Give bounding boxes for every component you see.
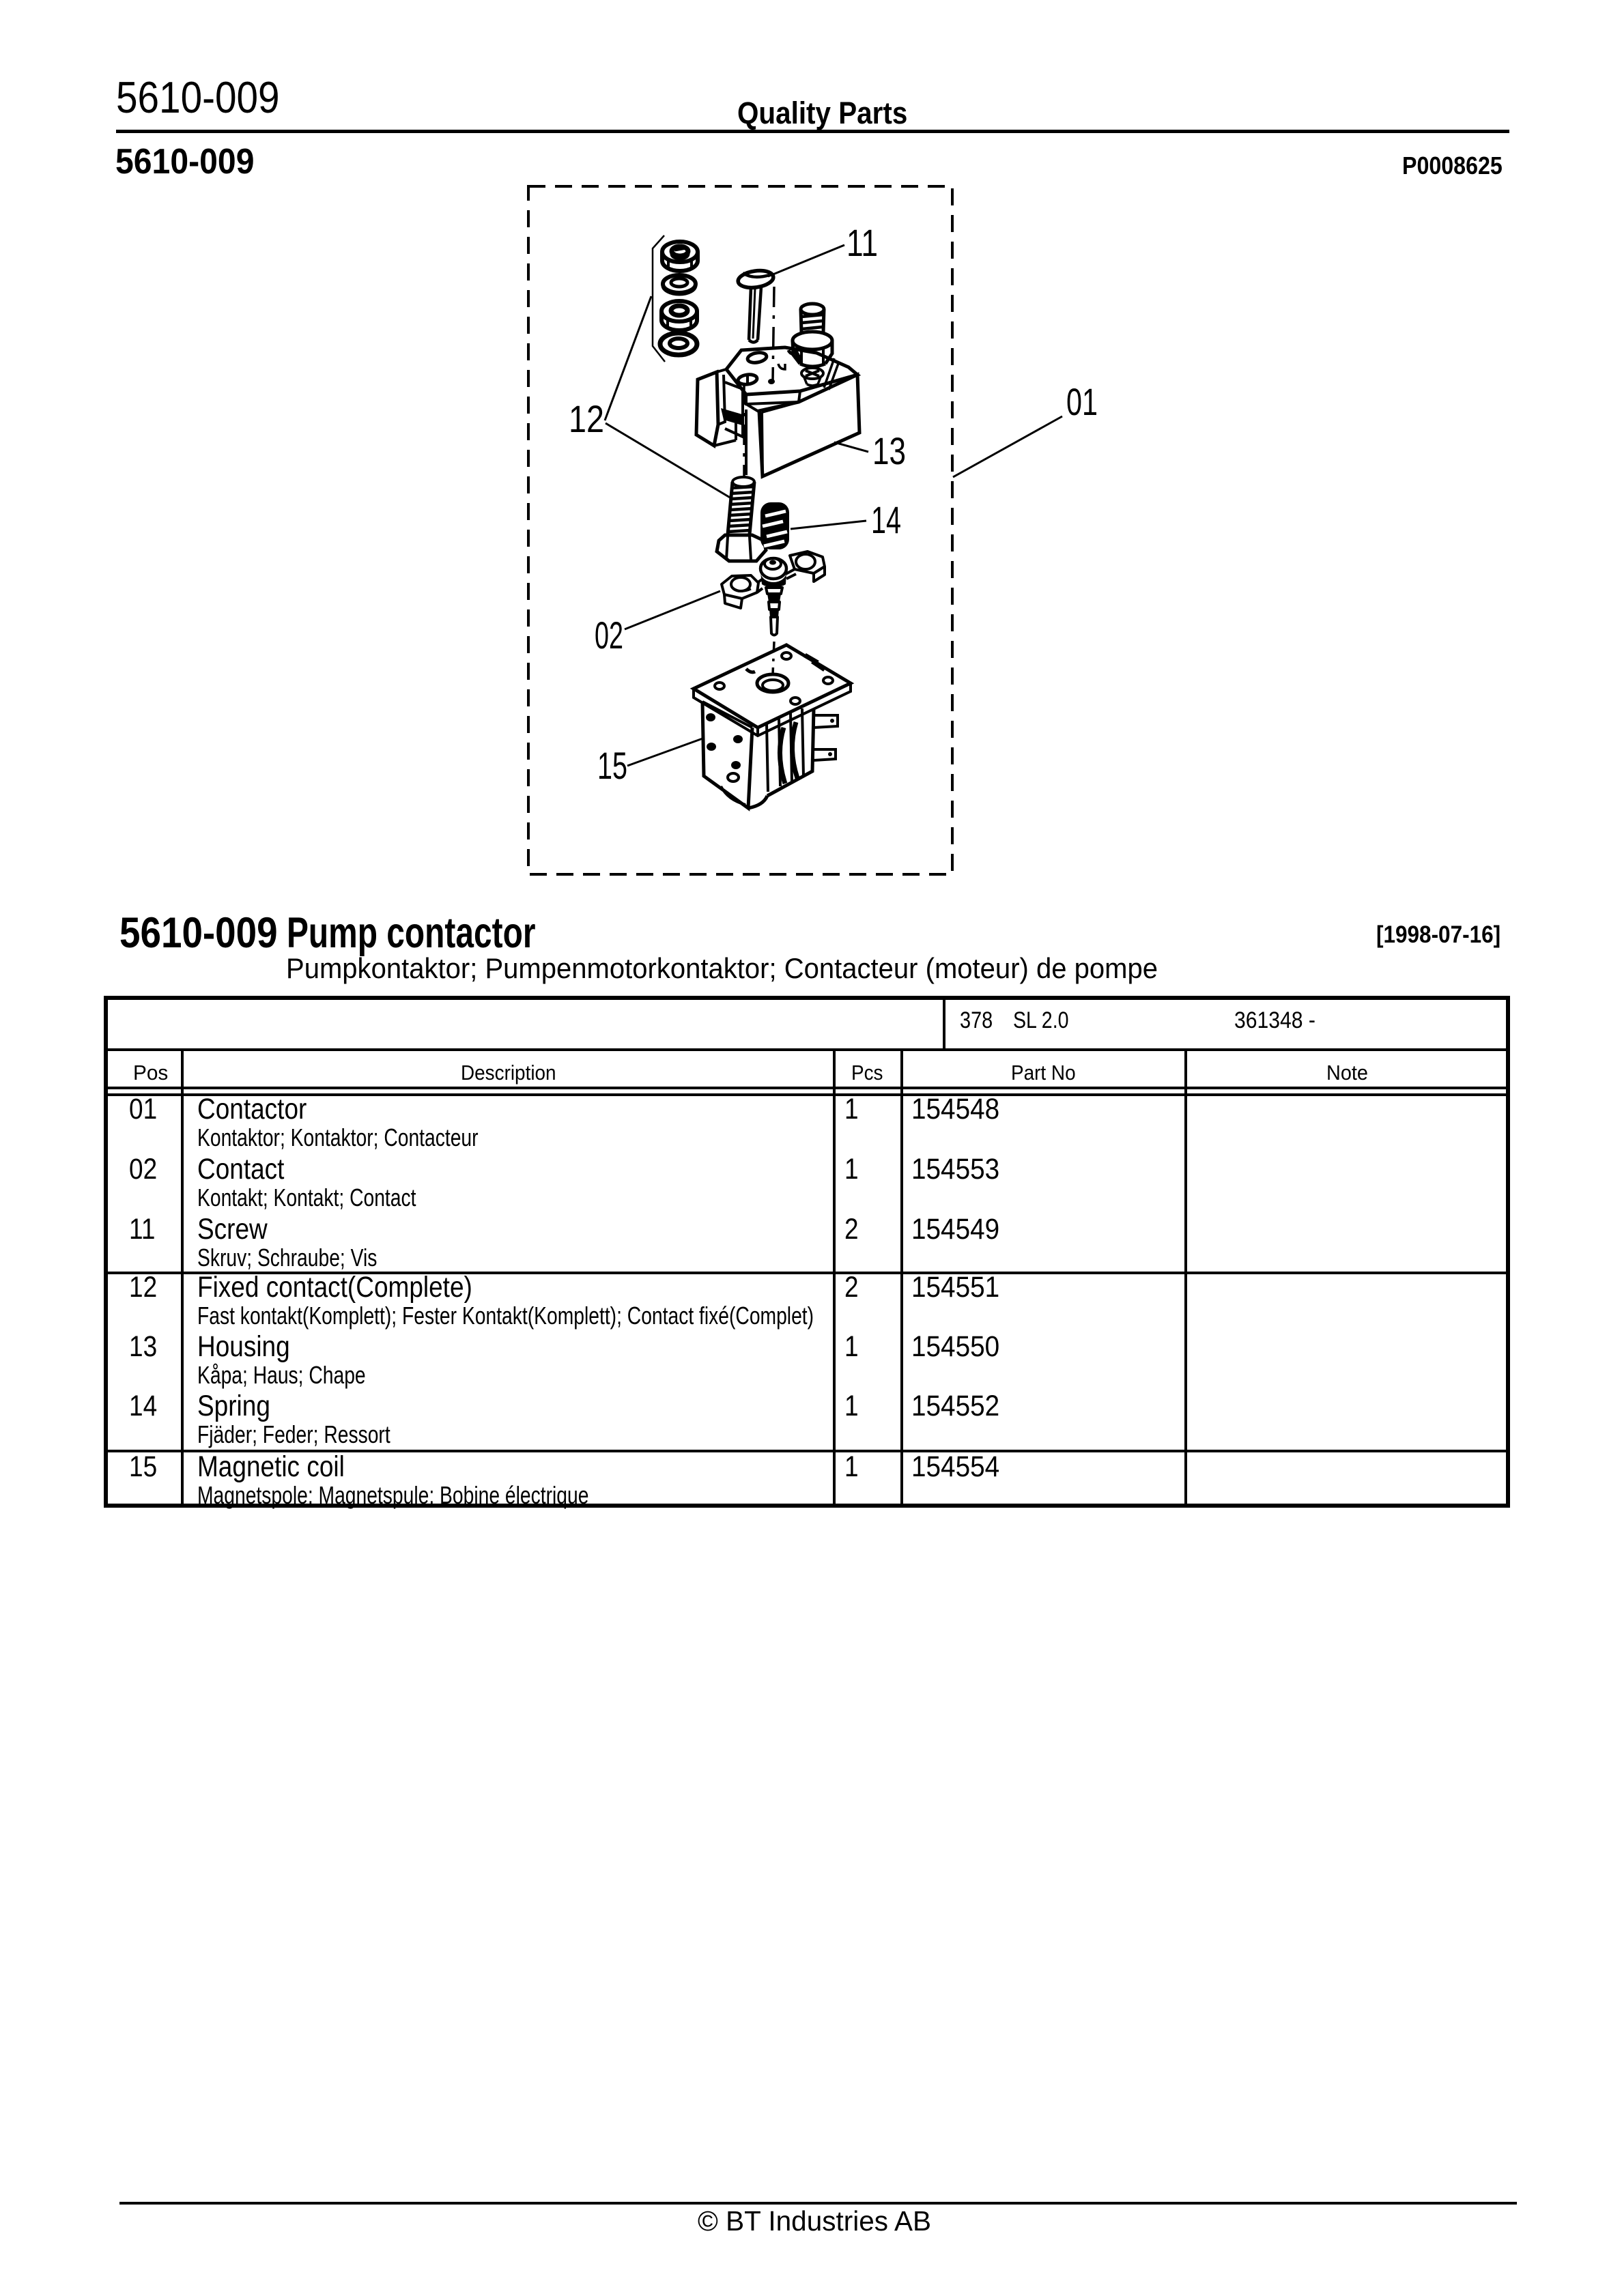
svg-text:01: 01 [1066,380,1098,423]
svg-text:12: 12 [569,397,604,440]
svg-text:11: 11 [846,221,878,264]
svg-text:15: 15 [597,744,627,787]
svg-text:02: 02 [595,614,623,657]
svg-text:14: 14 [871,498,901,541]
svg-text:13: 13 [872,429,906,472]
